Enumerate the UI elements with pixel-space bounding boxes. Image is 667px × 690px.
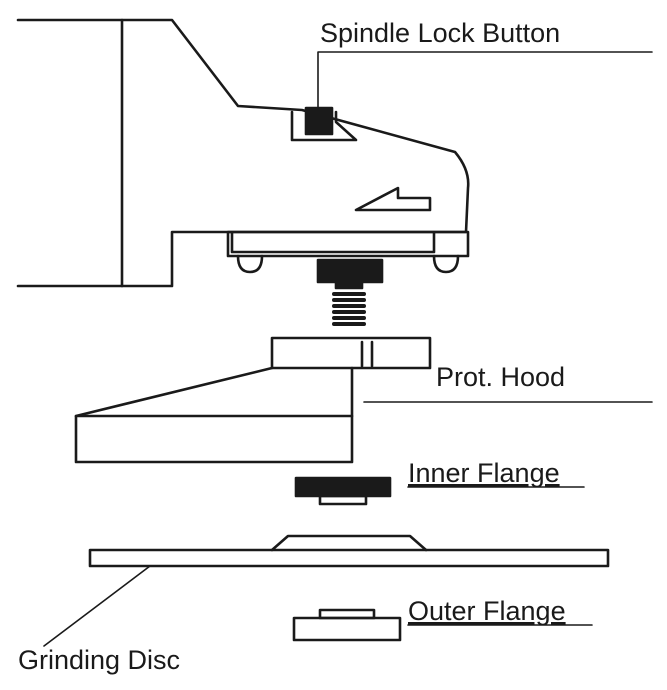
- label-inner-flange: Inner Flange: [408, 458, 560, 488]
- inner-flange-body: [294, 476, 392, 498]
- inner-flange: [294, 476, 392, 506]
- spindle-lock-button: [290, 106, 358, 142]
- grinding-disc-hub: [270, 534, 428, 552]
- spindle-collar-neck: [334, 280, 364, 290]
- label-spindle-lock-button: Spindle Lock Button: [320, 18, 560, 48]
- label-grinding-disc: Grinding Disc: [18, 645, 180, 675]
- label-outer-flange: Outer Flange: [408, 596, 566, 626]
- outer-flange-body: [292, 616, 402, 642]
- inner-flange-hub: [318, 494, 368, 506]
- outer-flange: [292, 608, 402, 642]
- outer-flange-hub: [318, 608, 376, 620]
- label-prot-hood: Prot. Hood: [436, 362, 565, 392]
- gear-head-feet: [236, 254, 460, 274]
- leader-spindle-lock: [317, 51, 653, 109]
- leader-grinding-disc: [43, 565, 151, 647]
- lock-button-housing: [290, 110, 358, 142]
- grinding-disc-plate: [88, 548, 610, 568]
- label-underlines: [407, 486, 593, 626]
- leader-lines: [43, 51, 653, 647]
- grinder-body: [16, 18, 470, 288]
- grinding-disc: [88, 534, 610, 568]
- rotation-arrow-icon: [354, 186, 432, 212]
- hood-shield: [74, 366, 354, 464]
- spindle: [316, 258, 384, 326]
- protective-hood: [74, 336, 432, 464]
- gear-head-base: [226, 230, 470, 258]
- hood-clamp-ring: [270, 336, 432, 370]
- grinder-housing-outline: [16, 18, 470, 288]
- spindle-thread: [332, 292, 366, 326]
- spindle-collar: [316, 258, 384, 284]
- lock-button-knob: [304, 106, 334, 136]
- labels: Spindle Lock Button Prot. Hood Inner Fla…: [18, 18, 566, 675]
